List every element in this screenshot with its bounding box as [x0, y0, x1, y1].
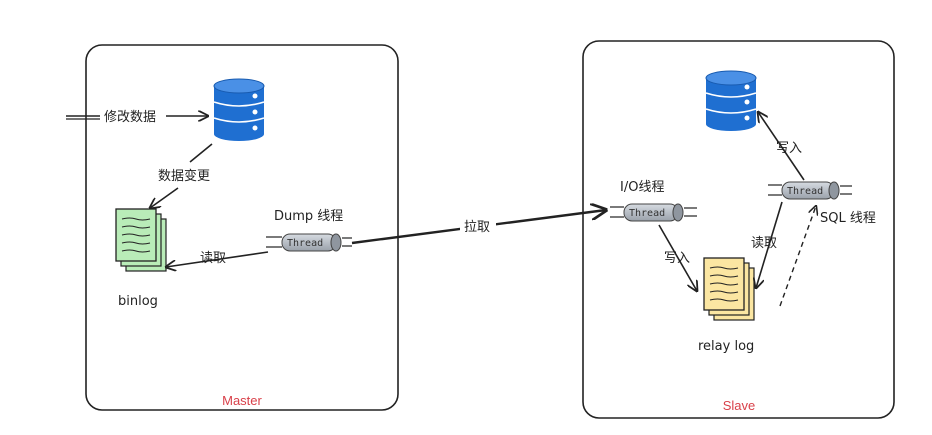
slave-box [582, 40, 895, 419]
write-relay-arrow [658, 224, 697, 291]
write-relay-label: 写入 [664, 251, 690, 266]
read-relay-arrow [756, 201, 783, 288]
dump-thread-icon: Thread [266, 233, 352, 252]
slave-database-icon [705, 70, 757, 131]
dashed-trigger-arrow [779, 206, 816, 307]
edge-modify-label: 修改数据 [104, 110, 156, 125]
edge-read-label: 读取 [200, 251, 226, 266]
sql-thread-label: SQL 线程 [820, 211, 876, 226]
modify-arrow [66, 116, 208, 119]
master-caption: Master [222, 393, 262, 408]
io-thread-text: Thread [629, 208, 665, 219]
binlog-icon [115, 208, 167, 272]
relay-log-label: relay log [698, 339, 754, 354]
pull-label-bg [460, 216, 496, 236]
edge-change-label: 数据变更 [158, 168, 210, 184]
master-database-icon [213, 78, 265, 141]
pull-label: 拉取 [464, 220, 490, 235]
io-thread-label: I/O线程 [620, 180, 664, 195]
dump-thread-text: Thread [287, 238, 323, 249]
relay-log-icon [703, 257, 755, 321]
master-box [85, 44, 399, 411]
dump-thread-label: Dump 线程 [274, 209, 343, 224]
change-arrow [150, 143, 213, 208]
write-db-label: 写入 [776, 141, 802, 156]
binlog-label: binlog [118, 294, 158, 309]
read-binlog-arrow [166, 251, 269, 267]
sql-thread-icon: Thread [768, 181, 852, 200]
io-thread-icon: Thread [610, 203, 697, 222]
slave-caption: Slave [723, 398, 756, 413]
sql-thread-text: Thread [787, 186, 823, 197]
write-db-arrow [758, 112, 805, 181]
read-relay-label: 读取 [751, 236, 777, 251]
